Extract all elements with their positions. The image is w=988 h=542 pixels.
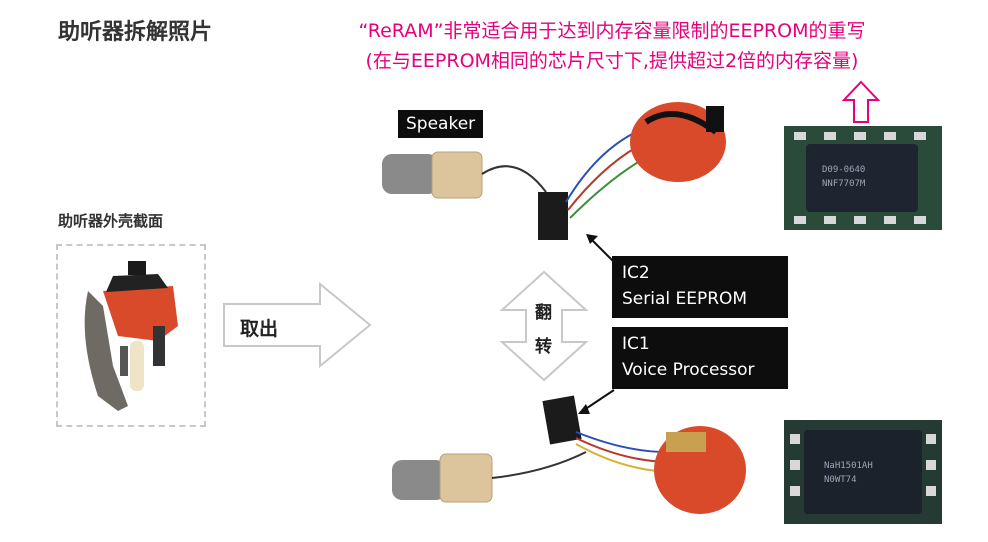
ic2-label-name: Serial EEPROM: [622, 289, 748, 309]
flip-label-2: 转: [535, 337, 552, 357]
flip-arrow: [499, 270, 589, 382]
page-title: 助听器拆解照片: [58, 20, 213, 45]
shell-cross-section-frame: [56, 244, 206, 427]
ic1-chip-marking-1: NaH1501AH: [824, 461, 873, 471]
ic1-chip-photo: NaH1501AH N0WT74: [784, 420, 942, 524]
ic1-chip-marking-2: N0WT74: [824, 475, 857, 485]
take-out-arrow: [223, 281, 372, 369]
ic1-label: IC1 Voice Processor: [612, 327, 788, 389]
take-out-label: 取出: [240, 318, 279, 340]
ic1-pointer-arrow: [578, 389, 615, 414]
headline-line-1: “ReRAM”非常适合用于达到内存容量限制的EEPROM的重写: [358, 20, 866, 42]
ic2-chip-marking-1: D09-0640: [822, 165, 865, 175]
ic2-pointer-arrow: [586, 234, 615, 263]
speaker-label: Speaker: [398, 110, 484, 138]
shell-cross-section-image: [84, 261, 178, 411]
ic2-chip-marking-2: NNF7707M: [822, 179, 866, 189]
ic1-label-id: IC1: [622, 334, 650, 354]
headline-line-2: (在与EEPROM相同的芯片尺寸下,提供超过2倍的内存容量): [365, 50, 859, 72]
device-bottom-image: [392, 395, 746, 514]
section-subtitle: 助听器外壳截面: [58, 212, 164, 230]
ic2-label-id: IC2: [622, 263, 650, 283]
ic2-chip-photo: D09-0640 NNF7707M: [784, 126, 942, 230]
ic1-label-name: Voice Processor: [622, 360, 755, 380]
flip-label-1: 翻: [535, 303, 552, 323]
ic2-label: IC2 Serial EEPROM: [612, 256, 788, 318]
up-arrow-icon: [842, 80, 880, 123]
device-top-image: [382, 102, 726, 240]
